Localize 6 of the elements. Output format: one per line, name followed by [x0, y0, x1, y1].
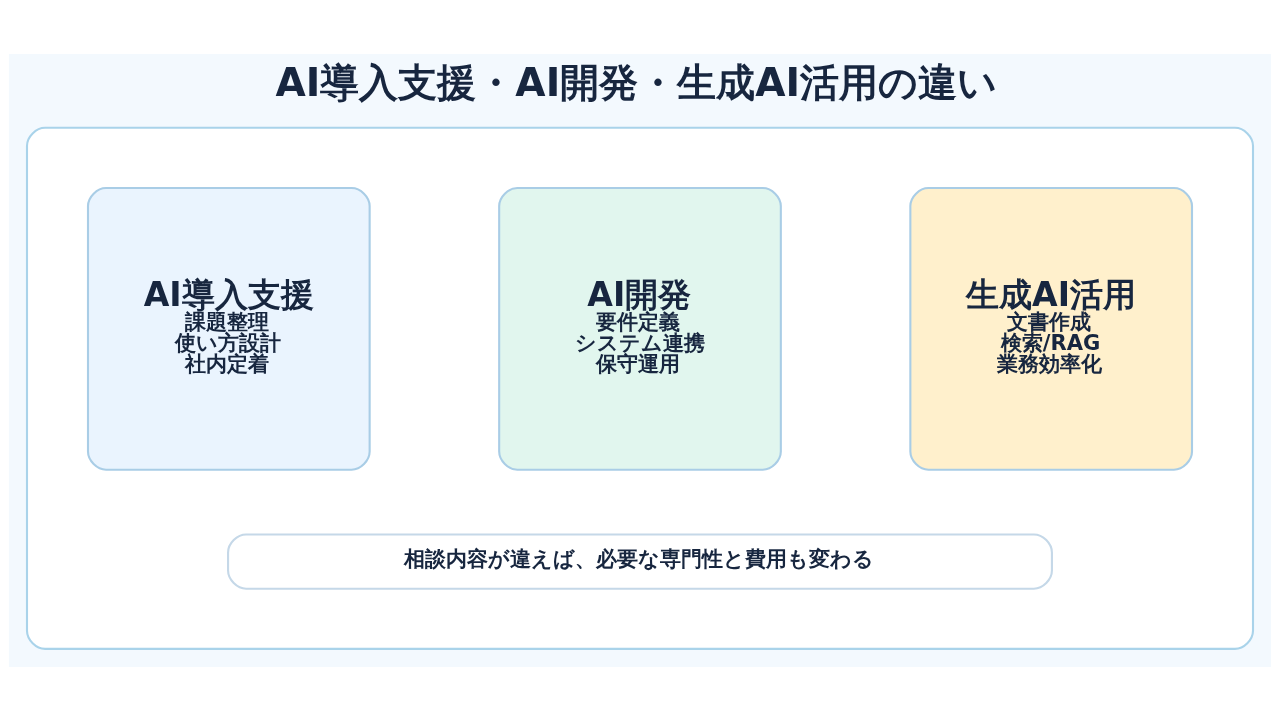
node-box: 相談内容が違えば、必要な専門性と費用も変わる [227, 532, 1053, 590]
node-box: AI導入支援 課題整理 使い方設計 社内定着 [86, 186, 371, 471]
node-box: 生成AI活用 文書作成 検索/RAG 業務効率化 [909, 186, 1194, 471]
node-box: AI開発 要件定義 システム連携 保守運用 [498, 186, 782, 471]
diagram-title: AI導入支援・AI開発・生成AI活用の違い [275, 59, 998, 105]
cluster [25, 126, 1255, 650]
